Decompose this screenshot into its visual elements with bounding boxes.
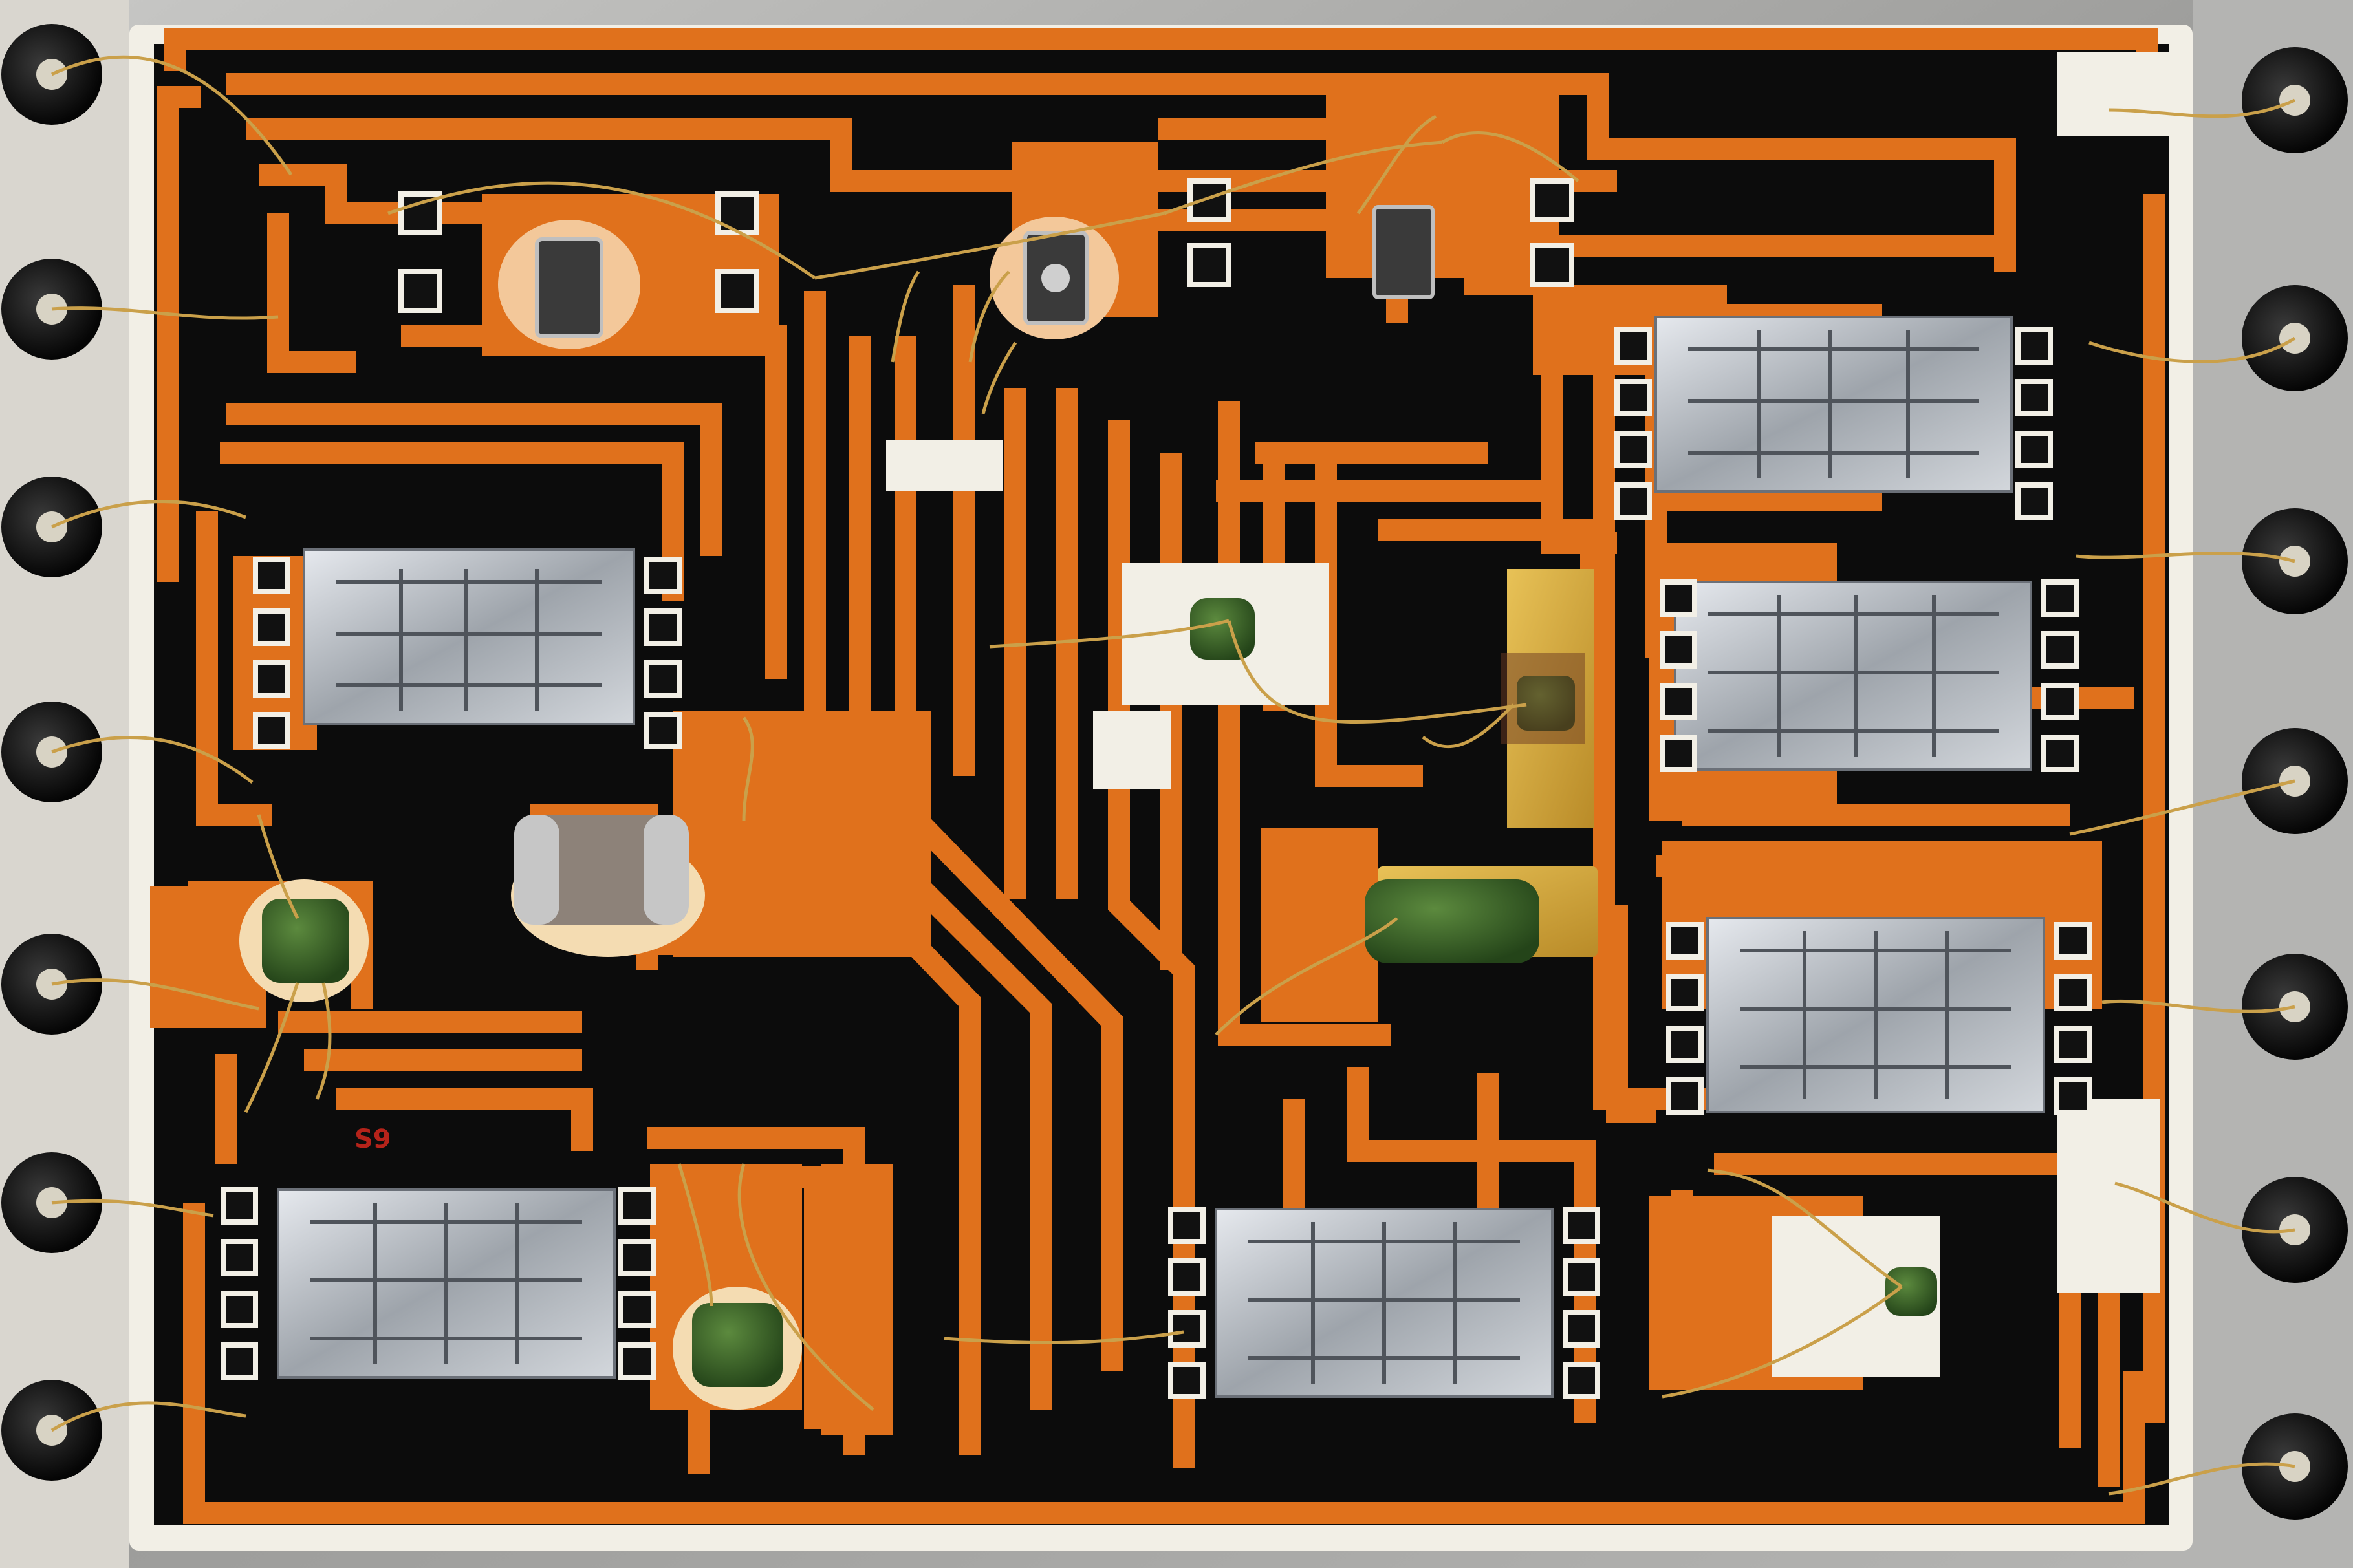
bond-wires	[50, 55, 2296, 1496]
transistor-dies	[498, 205, 1435, 349]
chip-right-mid	[1674, 581, 2032, 771]
ceramic-capacitor	[511, 815, 705, 957]
chip-patterns	[310, 330, 2011, 1384]
marking-s9: S9	[354, 1124, 391, 1154]
chip-left-upper	[303, 548, 635, 725]
chip-right-top	[1654, 316, 2013, 493]
chip-bond-pads	[221, 178, 2092, 1399]
green-capacitors	[239, 598, 1937, 1410]
orange-fill-regions	[150, 84, 2102, 1435]
